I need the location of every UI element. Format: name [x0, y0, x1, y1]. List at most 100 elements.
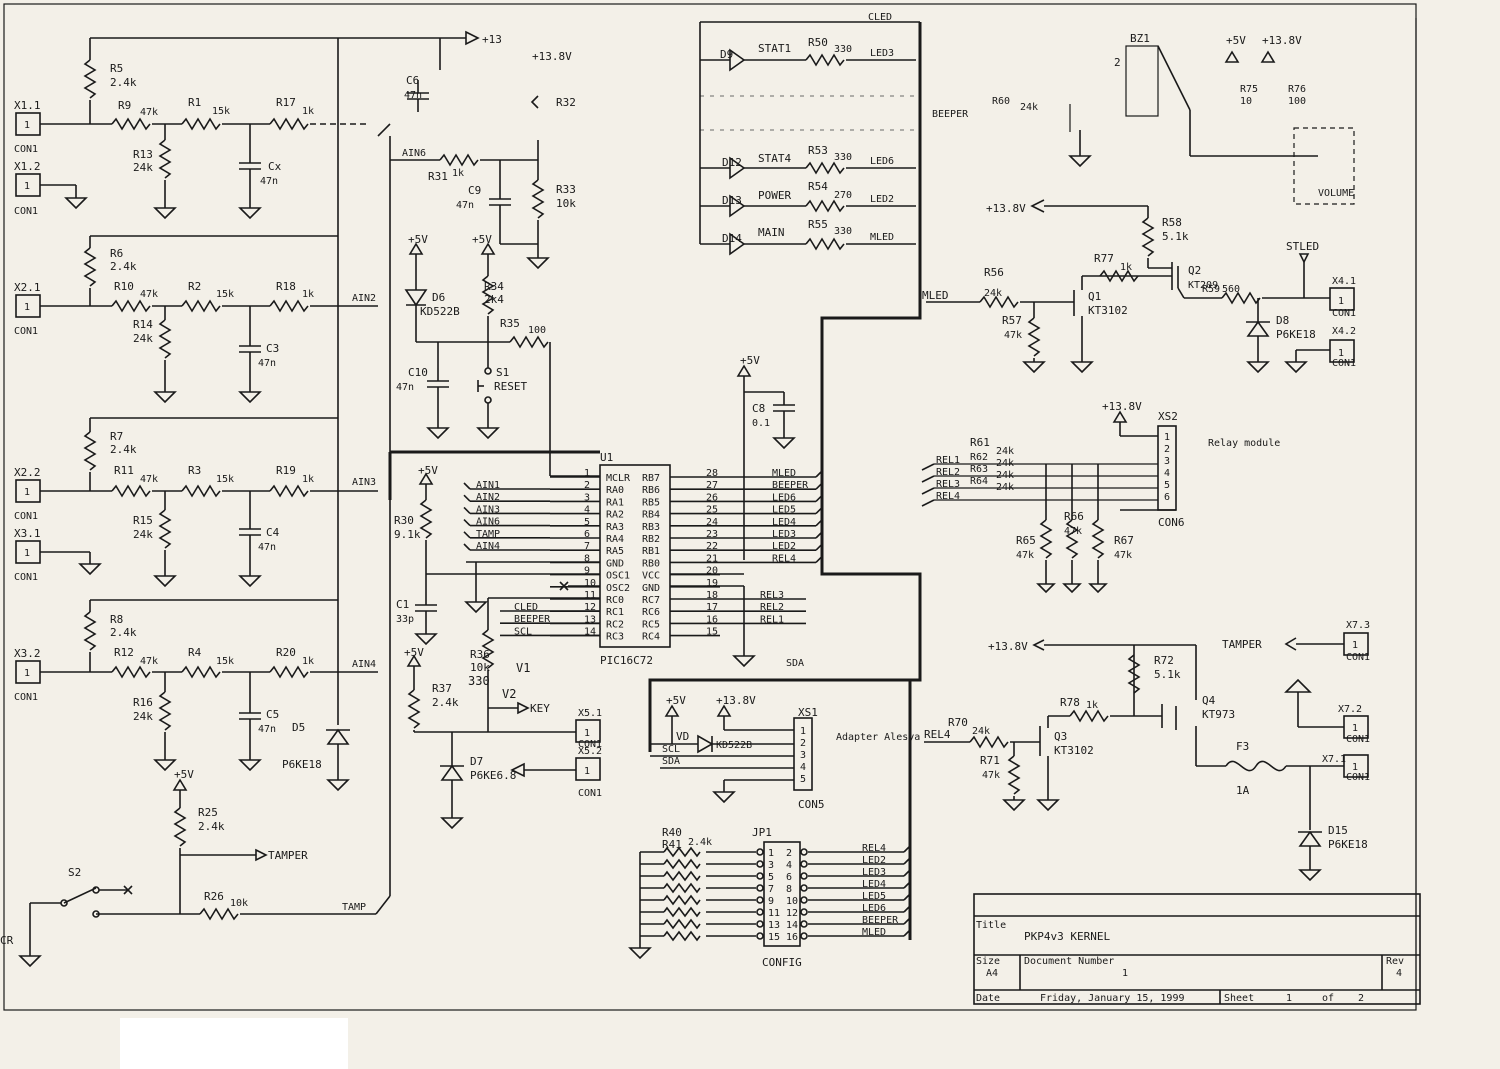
r62-ref: R62 [970, 452, 988, 463]
tamper-out-label: TAMPER [268, 849, 308, 862]
mled-led-label: MLED [870, 232, 894, 243]
size-label: Size [976, 956, 1000, 967]
x11-ref: X1.1 [14, 99, 41, 112]
r6-ref: R6 [110, 247, 123, 260]
r78-val: 1k [1086, 700, 1098, 711]
r35-ref: R35 [500, 317, 520, 330]
cx-val: 47n [260, 176, 278, 187]
mcu-net-right: LED6 [772, 492, 796, 503]
r30-val: 9.1k [394, 528, 421, 541]
r37-val: 2.4k [432, 696, 459, 709]
r34-ref: R34 [484, 280, 504, 293]
x22-pin: 1 [24, 487, 30, 498]
r33-val: 10k [556, 197, 576, 210]
d6-val: KD522B [420, 305, 460, 318]
r31-val: 1k [452, 168, 464, 179]
jp1-net: REL4 [862, 843, 886, 854]
mcu-clock: +5V R30 9.1k C1 33p [394, 464, 600, 645]
r19-ref: R19 [276, 464, 296, 477]
mcu-net-right2: REL3 [760, 590, 784, 601]
x73-type: CON1 [1346, 652, 1370, 663]
input-channel-3: R7 2.4k 1 X2.2 CON1 R11 47k R3 15k R19 1… [14, 417, 378, 587]
key-input: R36 10k V1 330 V2 KEY +5V R37 2.4k D7 P6… [404, 597, 602, 829]
s1-ref: S1 [496, 366, 509, 379]
x52-ref: X5.2 [578, 746, 602, 757]
r60-val: 24k [1020, 102, 1038, 113]
mcu-pin-num-right: 16 [706, 614, 718, 625]
x72-ref: X7.2 [1338, 704, 1362, 715]
jp1-pin-right: 10 [786, 896, 798, 907]
q4-ref: Q4 [1202, 694, 1216, 707]
r54-val: 270 [834, 190, 852, 201]
mcu-pin-num-left: 14 [584, 627, 596, 638]
mcu-pin-num-left: 6 [584, 529, 590, 540]
r15-ref: R15 [133, 514, 153, 527]
r57-ref: R57 [1002, 314, 1022, 327]
v2-label: V2 [502, 687, 516, 701]
r13-ref: R13 [133, 148, 153, 161]
x31-ref: X3.1 [14, 527, 41, 540]
d13-val: POWER [758, 189, 791, 202]
d13-ref: D13 [722, 194, 742, 207]
x31-type: CON1 [14, 572, 38, 583]
r60-ref: R60 [992, 96, 1010, 107]
vd-ref: VD [676, 730, 689, 743]
xs1-pin: 4 [800, 762, 806, 773]
r58-ref: R58 [1162, 216, 1182, 229]
d5-val: P6KE18 [282, 758, 322, 771]
mcu-net-left: AIN6 [476, 517, 500, 528]
jp1-pin-right: 2 [786, 848, 792, 859]
xs2-pin: 5 [1164, 480, 1170, 491]
r12-ref: R12 [114, 646, 134, 659]
r76-ref: R76 [1288, 84, 1306, 95]
mcu-pin-name-left: RA5 [606, 546, 624, 557]
r66-ref: R66 [1064, 510, 1084, 523]
x32-ref: X3.2 [14, 647, 41, 660]
x11-type: CON1 [14, 144, 38, 155]
x42-type: CON1 [1332, 358, 1356, 369]
tamper-input: +5V R25 2.4k TAMPER R26 10k TAMP S2 CR [0, 123, 391, 967]
rail-plus13: +13 [482, 33, 502, 46]
d12-val: STAT4 [758, 152, 791, 165]
r75-val: 10 [1240, 96, 1252, 107]
q2-ref: Q2 [1188, 264, 1201, 277]
input-channel-2: R6 2.4k 1 X2.1 CON1 R10 47k R2 15k R18 1… [14, 235, 378, 403]
date-label: Date [976, 993, 1000, 1004]
date-value: Friday, January 15, 1999 [1040, 993, 1185, 1004]
mcu-pin-num-right: 17 [706, 602, 718, 613]
jp1-pin-left: 15 [768, 932, 780, 943]
c6-ref: C6 [406, 74, 419, 87]
x32-pin: 1 [24, 668, 30, 679]
mcu-net-left: TAMP [476, 529, 500, 540]
mcu-pin-name-left: OSC1 [606, 571, 630, 582]
x31-pin: 1 [24, 548, 30, 559]
title-block[interactable]: Title PKP4v3 KERNEL Size A4 Document Num… [973, 893, 1421, 1005]
r30-ref: R30 [394, 514, 414, 527]
doc-value: 1 [1122, 968, 1128, 979]
r15-val: 24k [133, 528, 153, 541]
x51-type: CON1 [578, 739, 602, 750]
r2-val: 15k [216, 289, 234, 300]
mcu-pin-num-right: 23 [706, 529, 718, 540]
r14-val: 24k [133, 332, 153, 345]
adapter-xs1: +5V +13.8V VD KD522B SCL SDA XS1 CON5 Ad… [650, 658, 920, 811]
c9-ref: C9 [468, 184, 481, 197]
mcu-pin-num-right: 27 [706, 480, 718, 491]
s2-ref: S2 [68, 866, 81, 879]
x51-pin: 1 [584, 728, 590, 739]
x52-type: CON1 [578, 788, 602, 799]
r25-rail: +5V [174, 768, 194, 781]
mcu-pin-num-left: 13 [584, 614, 596, 625]
r20-val: 1k [302, 656, 314, 667]
mcu-ref: U1 [600, 451, 613, 464]
mcu-net-left: AIN1 [476, 480, 500, 491]
r6-val: 2.4k [110, 260, 137, 273]
c10-val: 47n [396, 382, 414, 393]
xs1-net-scl: SCL [662, 744, 680, 755]
r72-val: 5.1k [1154, 668, 1181, 681]
r3-ref: R3 [188, 464, 201, 477]
bz1-pin2: 2 [1114, 56, 1121, 69]
r75-ref: R75 [1240, 84, 1258, 95]
xs2-pin: 1 [1164, 432, 1170, 443]
